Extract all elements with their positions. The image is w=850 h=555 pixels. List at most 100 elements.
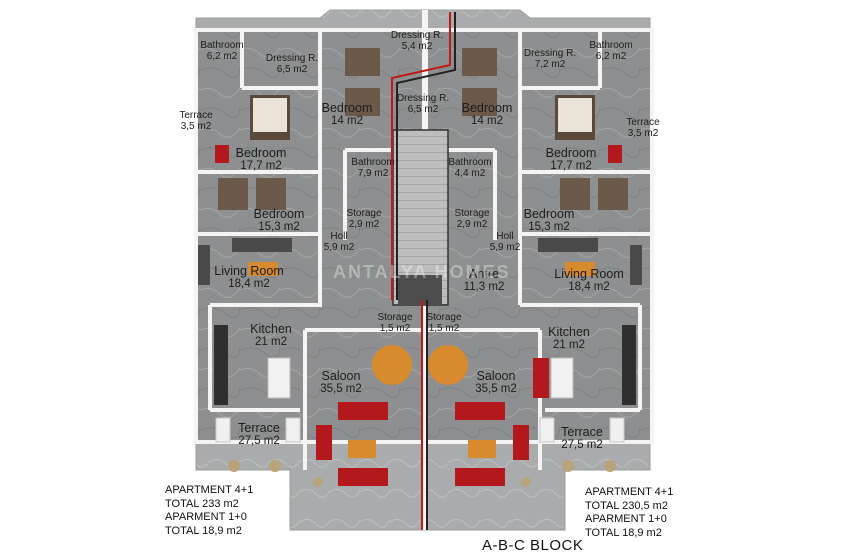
room-area: 15,3 m2 [528, 221, 570, 233]
room-name: Dressing R. [265, 53, 319, 64]
room-name: Terrace [238, 421, 280, 435]
room-area: 3,5 m2 [627, 128, 659, 139]
summary-right-line: APARTMENT 4+1 [585, 486, 674, 498]
room-name: Bedroom [235, 146, 287, 160]
terrace-seating [215, 417, 625, 443]
summary-left-line: APARMENT 1+0 [165, 511, 247, 523]
summary-right-line: TOTAL 18,9 m2 [585, 526, 662, 539]
room-area: 35,5 m2 [320, 383, 362, 395]
block-title: A-B-C BLOCK [482, 537, 584, 554]
kitchen-counters [214, 325, 636, 405]
stair-rails [391, 12, 456, 530]
room-name: Bathroom [200, 40, 244, 51]
room-area: 15,3 m2 [258, 221, 300, 233]
room-area: 5,9 m2 [323, 242, 355, 253]
room-area: 6,2 m2 [206, 51, 238, 62]
room-area: 11,3 m2 [463, 281, 505, 293]
room-area: 4,4 m2 [454, 168, 486, 179]
room-name: Storage [454, 208, 490, 219]
room-name: Saloon [321, 369, 361, 383]
beds [218, 48, 628, 210]
room-area: 1,5 m2 [379, 323, 411, 334]
room-name: Living Room [554, 267, 624, 281]
room-area: 18,4 m2 [568, 281, 610, 293]
room-label-dressing-center: Dressing R.6,5 m2 [397, 93, 449, 115]
room-name: Antre [469, 267, 499, 281]
room-area: 21 m2 [553, 339, 585, 351]
room-area: 6,5 m2 [276, 64, 308, 75]
room-area: 6,5 m2 [407, 104, 439, 115]
summary-right-line: TOTAL 230,5 m2 [585, 499, 668, 512]
room-name: Bathroom [589, 40, 633, 51]
room-name: Storage [346, 208, 382, 219]
room-area: 14 m2 [331, 115, 363, 127]
room-name: Kitchen [250, 322, 292, 336]
room-label-dressing-left: Dressing R.6,5 m2 [266, 53, 318, 75]
room-name: Terrace [179, 110, 213, 121]
room-name: Storage [426, 312, 462, 323]
plants [228, 460, 616, 487]
summary-left-line: TOTAL 233 m2 [165, 497, 239, 510]
room-name: Bedroom [321, 101, 373, 115]
room-name: Holl [330, 231, 348, 242]
room-area: 1,5 m2 [428, 323, 460, 334]
room-area: 7,2 m2 [534, 59, 566, 70]
room-area: 3,5 m2 [180, 121, 212, 132]
room-area: 35,5 m2 [475, 383, 517, 395]
room-name: Bedroom [545, 146, 597, 160]
room-area: 5,9 m2 [489, 242, 521, 253]
room-name: Bathroom [351, 157, 395, 168]
room-name: Dressing R. [396, 93, 450, 104]
room-area: 21 m2 [255, 336, 287, 348]
room-area: 7,9 m2 [357, 168, 389, 179]
summary-left-line: TOTAL 18,9 m2 [165, 524, 242, 537]
room-name: Dressing R. [523, 48, 577, 59]
summary-left: APARTMENT 4+1 TOTAL 233 m2 APARMENT 1+0 … [165, 484, 253, 538]
room-name: Storage [377, 312, 413, 323]
room-label-dressing-right: Dressing R.7,2 m2 [524, 48, 576, 70]
room-label-dressing-top: Dressing R.5,4 m2 [391, 30, 443, 52]
room-area: 27,5 m2 [561, 439, 603, 451]
tables [248, 262, 595, 458]
room-area: 18,4 m2 [228, 278, 270, 290]
room-name: Bedroom [253, 207, 305, 221]
room-area: 14 m2 [471, 115, 503, 127]
room-area: 27,5 m2 [238, 435, 280, 447]
room-name: Living Room [214, 264, 284, 278]
room-name: Bathroom [448, 157, 492, 168]
room-area: 2,9 m2 [348, 219, 380, 230]
room-area: 17,7 m2 [240, 160, 282, 172]
room-name: Kitchen [548, 325, 590, 339]
kitchen-tables [267, 357, 574, 399]
room-name: Saloon [476, 369, 516, 383]
room-name: Terrace [561, 425, 603, 439]
